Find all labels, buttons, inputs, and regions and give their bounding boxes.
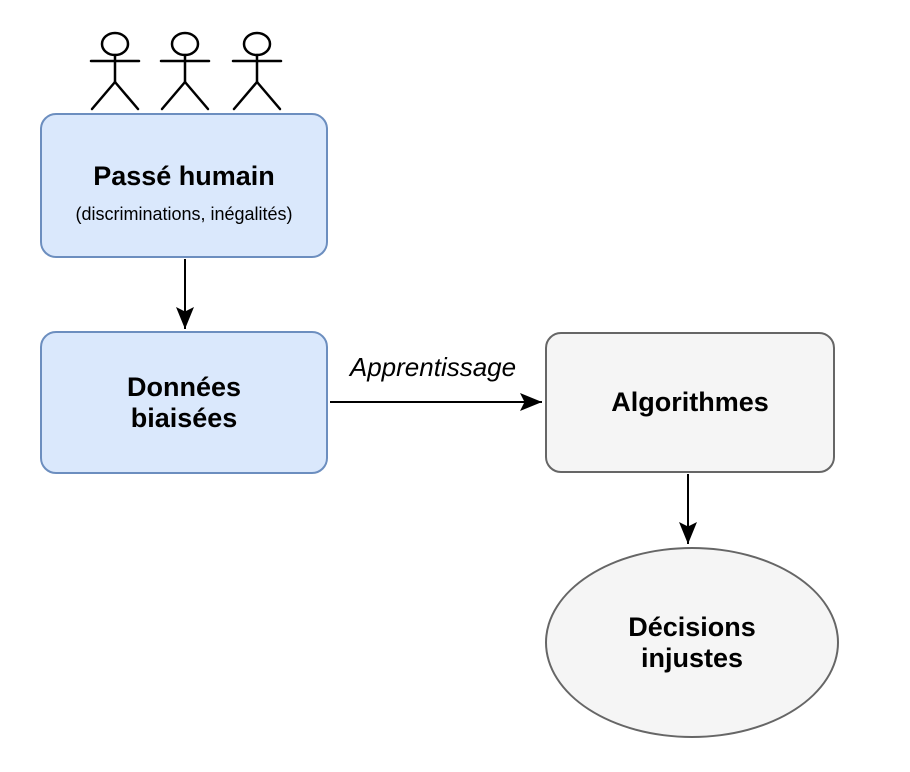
node-subtitle: (discriminations, inégalités) bbox=[75, 204, 293, 224]
person-icon bbox=[159, 31, 211, 111]
edge-label-apprentissage: Apprentissage bbox=[349, 352, 517, 382]
node-title: biaisées bbox=[130, 402, 238, 433]
actors-group bbox=[89, 31, 283, 111]
node-title: Données bbox=[126, 371, 242, 402]
node-donnees-biaisees: Données biaisées bbox=[40, 331, 328, 474]
node-title: Décisions bbox=[628, 611, 756, 642]
person-icon bbox=[231, 31, 283, 111]
node-algorithmes: Algorithmes bbox=[545, 332, 835, 473]
node-passe-humain: Passé humain (discriminations, inégalité… bbox=[40, 113, 328, 258]
person-icon bbox=[89, 31, 141, 111]
node-title: Passé humain bbox=[93, 161, 275, 191]
node-title: injustes bbox=[640, 642, 744, 673]
node-title: Algorithmes bbox=[611, 387, 769, 417]
node-decisions-injustes: Décisions injustes bbox=[545, 547, 839, 738]
